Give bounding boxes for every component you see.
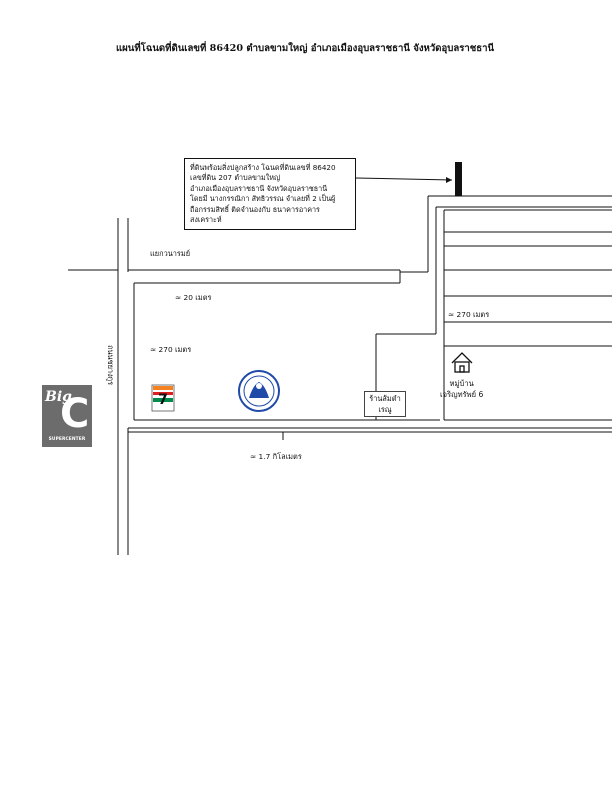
house-icon bbox=[451, 352, 473, 373]
property-marker bbox=[455, 162, 462, 196]
bigc-logo: Big C SUPERCENTER bbox=[42, 385, 92, 447]
callout-line: โดยมี นางกรรณิกา สัทธิวรรณ จำเลยที่ 2 เป… bbox=[190, 194, 336, 204]
road-name-label: ถนนชยางกูร bbox=[106, 345, 115, 386]
callout-line: ถือกรรมสิทธิ์ ติดจำนองกับ ธนาคารอาคาร bbox=[190, 204, 320, 214]
callout-line: เลขที่ดิน 207 ตำบลขามใหญ่ bbox=[190, 173, 281, 183]
seven-eleven-logo: 7 bbox=[151, 384, 175, 412]
seal-logo bbox=[238, 370, 280, 412]
village-line-2: เจริญทรัพย์ 6 bbox=[440, 390, 484, 399]
intersection-label: แยกวนารมย์ bbox=[150, 249, 191, 258]
village-label: หมู่บ้าน เจริญทรัพย์ 6 bbox=[440, 378, 483, 400]
callout-line: อำเภอเมืองอุบลราชธานี จังหวัดอุบลราชธานี bbox=[190, 183, 328, 193]
bigc-sub-text: SUPERCENTER bbox=[48, 437, 86, 442]
store-label: ร้านส้มตำ เรณู bbox=[364, 391, 406, 417]
bigc-c-text: C bbox=[60, 391, 90, 437]
property-callout: ที่ดินพร้อมสิ่งปลูกสร้าง โฉนดที่ดินเลขที… bbox=[184, 158, 356, 230]
distance-270m-left-label: ≈ 270 เมตร bbox=[150, 345, 192, 354]
village-line-1: หมู่บ้าน bbox=[449, 379, 474, 388]
bigc-big-text: Big bbox=[45, 389, 72, 405]
callout-line: สงเคราะห์ bbox=[190, 215, 222, 225]
store-line-1: ร้านส้มตำ bbox=[369, 394, 401, 403]
svg-text:7: 7 bbox=[158, 392, 168, 408]
callout-arrow-head bbox=[446, 177, 452, 183]
document-title: แผนที่โฉนดที่ดินเลขที่ 86420 ตำบลขามใหญ่… bbox=[116, 43, 495, 54]
distance-1-7km-label: ≈ 1.7 กิโลเมตร bbox=[250, 452, 302, 461]
distance-20m-label: ≈ 20 เมตร bbox=[175, 293, 212, 302]
store-line-2: เรณู bbox=[378, 404, 392, 414]
callout-arrow bbox=[355, 177, 453, 181]
distance-270m-right-label: ≈ 270 เมตร bbox=[448, 310, 490, 319]
callout-line: ที่ดินพร้อมสิ่งปลูกสร้าง โฉนดที่ดินเลขที… bbox=[190, 163, 336, 172]
